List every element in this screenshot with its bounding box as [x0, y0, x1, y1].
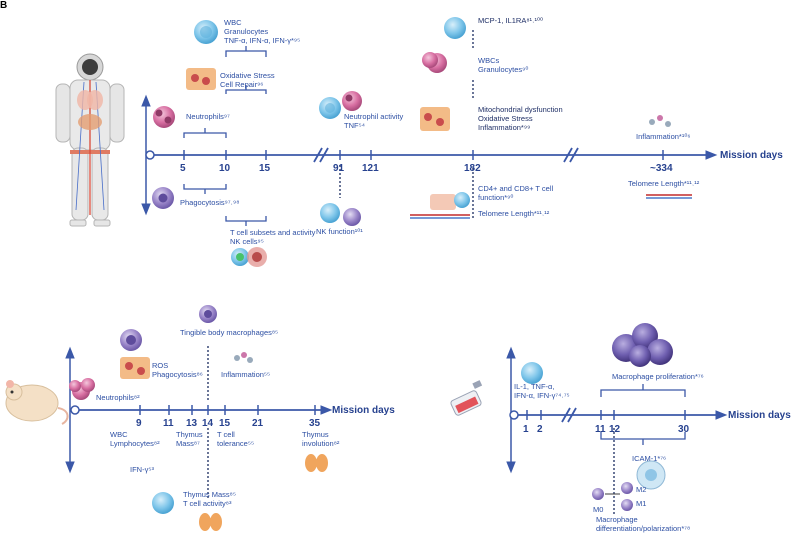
label-thymus-mass: Thymus Mass⁸⁵	[183, 490, 236, 499]
panel-letter: B	[0, 0, 8, 11]
tick-c-1: 1	[523, 424, 529, 435]
axis-title-b: Mission days	[332, 405, 395, 416]
timeline-axis-c	[509, 407, 728, 423]
label-oxidative-stress-1: Oxidative Stress	[220, 71, 275, 80]
tick-c-2: 2	[537, 424, 543, 435]
label-telomere-1: Telomere Length*¹¹˒¹²	[478, 209, 550, 218]
label-cd4-cd8: CD4+ and CD8+ T cell	[478, 184, 554, 193]
tick-a-121: 121	[362, 163, 379, 174]
label-tnf-ifn: TNF-α, IFN-α, IFN-γ*⁹⁵	[224, 36, 301, 45]
label-tcell-activity: T cell activity⁸³	[183, 499, 232, 508]
label-icam: ICAM-1*⁷⁶	[632, 454, 667, 463]
label-ifn-gamma: IFN-γ⁵³	[130, 465, 154, 474]
label-tolerance: tolerance⁵⁵	[217, 439, 255, 448]
label-cd4-cd8-function: function*⁹⁰	[478, 193, 514, 202]
label-m1: M1	[636, 499, 647, 508]
tick-b-15: 15	[219, 418, 231, 429]
label-mcp1-il1ra: MCP-1, IL1RA⁸¹˒¹⁰⁰	[478, 16, 544, 25]
label-granulocytes: Granulocytes	[224, 27, 269, 36]
label-neutrophils-82: Neutrophils⁸²	[96, 393, 140, 402]
dotted-connectors-a	[339, 30, 474, 218]
axis-title-a: Mission days	[720, 150, 783, 161]
label-tcell-b: T cell	[217, 430, 235, 439]
flask-figure	[450, 380, 483, 416]
tick-b-9: 9	[136, 418, 142, 429]
label-phagocytosis: Phagocytosis⁹⁷˒⁹⁸	[180, 198, 240, 207]
label-neutrophils: Neutrophils⁹⁷	[186, 112, 230, 121]
timeline-axis-b	[70, 405, 333, 415]
cells-a	[152, 17, 692, 267]
label-mass87: Mass⁸⁷	[176, 439, 200, 448]
brackets-c	[600, 384, 686, 445]
label-telomere-2: Telomere Length*¹¹˒¹²	[628, 179, 700, 188]
brackets-a	[183, 46, 267, 226]
label-cell-repair: Cell Repair⁹⁶	[220, 80, 264, 89]
label-tcell-subsets: T cell subsets and activity	[230, 228, 316, 237]
astronaut-figure	[55, 53, 125, 227]
tick-b-11: 11	[163, 418, 174, 429]
mouse-figure	[5, 380, 69, 425]
label-wbcs: WBCs	[478, 56, 500, 65]
label-inflammation-99: Inflammation*⁹⁹	[478, 123, 531, 132]
updown-arrow-c	[506, 346, 516, 474]
axis-title-c: Mission days	[728, 410, 791, 421]
tick-b-21: 21	[252, 418, 264, 429]
label-m0: M0	[593, 505, 604, 514]
label-nk-cells: NK cells⁹⁵	[230, 237, 264, 246]
cells-b	[69, 305, 328, 531]
tick-a-5: 5	[180, 163, 186, 174]
tick-a-10: 10	[219, 163, 231, 174]
label-mitochondrial: Mitochondrial dysfunction	[478, 105, 563, 114]
tick-c-12: 12	[609, 424, 621, 435]
label-involution: involution⁸²	[302, 439, 340, 448]
label-phagocytosis-86: Phagocytosis⁸⁶	[152, 370, 203, 379]
label-tnf54: TNF⁵⁴	[344, 121, 365, 130]
label-inflammation-55: Inflammation⁵⁵	[221, 370, 271, 379]
timeline-axis-a	[145, 147, 718, 163]
tick-a-91: 91	[333, 163, 345, 174]
tick-c-11: 11	[595, 424, 606, 435]
label-oxidative-stress-2: Oxidative Stress	[478, 114, 533, 123]
tick-b-35: 35	[309, 418, 321, 429]
label-ifn-c: IFN-α, IFN-γ⁷⁴˒⁷⁵	[514, 391, 570, 400]
tick-a-15: 15	[259, 163, 271, 174]
label-ros: ROS	[152, 361, 169, 370]
tick-a-334: ~334	[650, 163, 673, 174]
cells-c	[521, 323, 673, 511]
label-macrophage-proliferation: Macrophage proliferation*⁷⁶	[612, 372, 704, 381]
label-thymus-2: Thymus	[302, 430, 329, 439]
tick-b-13: 13	[186, 418, 198, 429]
label-wbc: WBC	[224, 18, 242, 27]
label-m2: M2	[636, 485, 647, 494]
tick-b-14: 14	[202, 418, 214, 429]
label-lymphocytes: Lymphocytes⁸²	[110, 439, 160, 448]
label-thymus-1: Thymus	[176, 430, 203, 439]
label-macrophage: Macrophage	[596, 515, 638, 524]
updown-arrow-b	[65, 346, 75, 474]
label-neutrophil-activity: Neutrophil activity	[344, 112, 404, 121]
label-tingible: Tingible body macrophages⁸⁵	[180, 328, 279, 337]
label-granulocytes-90: Granulocytes⁹⁰	[478, 65, 529, 74]
label-wbc-b: WBC	[110, 430, 128, 439]
tick-a-182: 182	[464, 163, 481, 174]
tick-c-30: 30	[678, 424, 690, 435]
label-il1-tnf: IL-1, TNF-α,	[514, 382, 555, 391]
label-nk-function: NK function¹⁰¹	[316, 227, 363, 236]
label-differentiation: differentiation/polarization*⁷⁸	[596, 524, 691, 533]
label-inflammation-106: Inflammation*¹⁰⁶	[636, 132, 691, 141]
